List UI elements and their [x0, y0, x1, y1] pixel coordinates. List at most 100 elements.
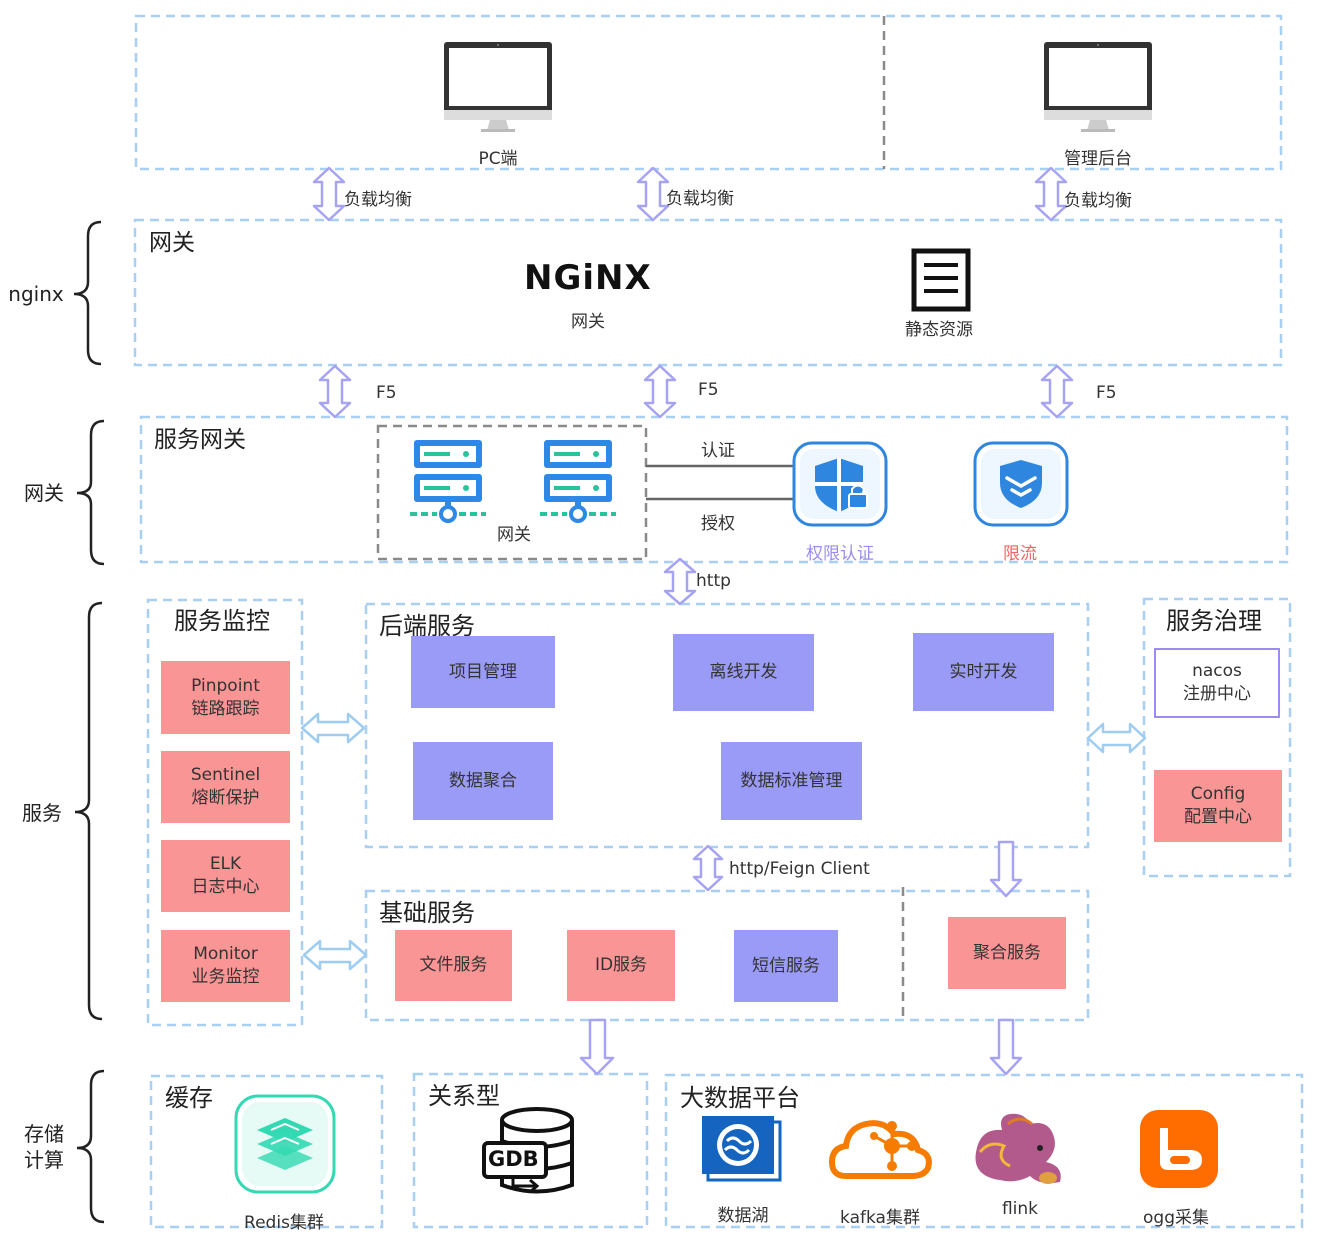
lb-arrow-2: [636, 166, 670, 222]
server-icon: [410, 440, 486, 523]
server-icon: [540, 440, 616, 523]
backend-item-realtime[interactable]: 实时开发: [913, 633, 1054, 711]
backend-box: [364, 602, 1090, 849]
nginx-layer-box: [133, 218, 1283, 367]
governance-item-line2: 配置中心: [1184, 807, 1252, 827]
nginx-caption: 网关: [571, 312, 605, 332]
data-lake-icon: [702, 1116, 782, 1182]
nginx-logo: NGiNX: [524, 258, 652, 298]
brace-gateway: [76, 419, 105, 566]
kafka-cloud-icon: [828, 1120, 932, 1179]
http-arrow: [663, 557, 697, 606]
backend-item-offline[interactable]: 离线开发: [673, 634, 814, 711]
monitor-item-line2: 业务监控: [191, 967, 260, 987]
f5-arrow-3: [1040, 364, 1074, 419]
gdb-label: GDB: [488, 1147, 539, 1171]
backend-item-standard[interactable]: 数据标准管理: [721, 742, 862, 820]
monitor-item-line1: ELK: [209, 854, 242, 874]
lb-arrow-3: [1034, 166, 1068, 222]
base-item-sms[interactable]: 短信服务: [734, 930, 838, 1002]
monitor-item-line2: 熔断保护: [191, 788, 260, 808]
base-service-title: 基础服务: [379, 899, 475, 927]
redis-icon: [234, 1094, 336, 1194]
grant-link-label: 授权: [701, 514, 735, 534]
f5-label: F5: [376, 383, 397, 403]
bigdata-item-ogg: ogg采集: [1143, 1208, 1209, 1228]
bigdata-title: 大数据平台: [680, 1084, 800, 1112]
f5-label: F5: [1096, 383, 1117, 403]
brace-service: [74, 601, 103, 1021]
bigdata-item-kafka: kafka集群: [840, 1208, 920, 1228]
client-layer-box: [134, 14, 1283, 171]
side-label-nginx: nginx: [8, 282, 64, 306]
monitor-title: 服务监控: [174, 607, 270, 635]
gateway-cluster-caption: 网关: [497, 525, 531, 545]
governance-item-line1: Config: [1190, 784, 1246, 804]
rate-limit-shield-icon: [973, 441, 1069, 527]
side-label-gateway: 网关: [24, 481, 64, 505]
f5-arrow-2: [643, 364, 677, 419]
governance-title: 服务治理: [1166, 607, 1262, 635]
auth-shield-icon: [792, 441, 888, 527]
gdb-database-icon: [482, 1107, 574, 1194]
backend-item-project[interactable]: 项目管理: [411, 636, 555, 708]
feign-arrow: [692, 844, 724, 892]
load-balance-label: 负载均衡: [666, 189, 734, 209]
base-item-id[interactable]: ID服务: [567, 930, 675, 1001]
governance-item-line1: nacos: [1192, 661, 1242, 681]
lb-arrow-1: [312, 166, 346, 222]
backend-title: 后端服务: [379, 612, 475, 640]
monitor-base-arrow: [302, 939, 368, 971]
monitor-item-line1: Sentinel: [190, 765, 261, 785]
cache-box: [149, 1074, 384, 1229]
f5-arrow-1: [318, 364, 352, 419]
monitor-item-line1: Monitor: [193, 944, 258, 964]
brace-nginx: [73, 220, 102, 366]
redis-caption: Redis集群: [244, 1213, 324, 1233]
monitor-item-line2: 日志中心: [191, 877, 260, 897]
admin-monitor-icon: [1044, 42, 1152, 132]
flink-squirrel-icon: [975, 1113, 1061, 1184]
nginx-layer-title: 网关: [149, 230, 195, 256]
relational-box: [412, 1072, 649, 1229]
monitor-item-monitor[interactable]: Monitor 业务监控: [161, 930, 290, 1002]
to-aggregate-arrow: [989, 840, 1023, 898]
bigdata-item-datalake: 数据湖: [717, 1206, 769, 1226]
service-gateway-title: 服务网关: [154, 427, 246, 453]
aggregate-service-item[interactable]: 聚合服务: [948, 917, 1066, 989]
monitor-backend-arrow: [300, 712, 366, 744]
backend-governance-arrow: [1086, 722, 1147, 754]
to-relational-arrow: [579, 1018, 615, 1076]
auth-link-label: 认证: [701, 441, 735, 461]
f5-label: F5: [698, 380, 719, 400]
auth-caption: 权限认证: [806, 544, 874, 564]
monitor-item-sentinel[interactable]: Sentinel 熔断保护: [161, 751, 290, 823]
base-item-file[interactable]: 文件服务: [395, 930, 512, 1001]
brace-storage: [76, 1069, 105, 1224]
backend-item-aggregation[interactable]: 数据聚合: [413, 742, 553, 820]
to-bigdata-arrow: [989, 1018, 1023, 1076]
gateway-cluster-box: [376, 424, 648, 561]
monitor-item-elk[interactable]: ELK 日志中心: [161, 840, 290, 912]
governance-item-nacos[interactable]: nacos 注册中心: [1154, 648, 1280, 718]
load-balance-label: 负载均衡: [1064, 191, 1132, 211]
service-gateway-box: [139, 415, 1289, 564]
bigdata-item-flink: flink: [1001, 1199, 1039, 1219]
ogg-icon: [1140, 1110, 1218, 1188]
admin-client-label: 管理后台: [1064, 149, 1132, 169]
monitor-box: [146, 598, 304, 1027]
document-icon: [911, 248, 971, 312]
bigdata-box: [664, 1073, 1304, 1229]
pc-client-label: PC端: [478, 149, 518, 169]
governance-item-line2: 注册中心: [1183, 684, 1251, 704]
governance-item-config[interactable]: Config 配置中心: [1154, 770, 1282, 842]
relational-title: 关系型: [428, 1082, 500, 1110]
rate-limit-caption: 限流: [1003, 544, 1037, 564]
monitor-item-line1: Pinpoint: [191, 675, 260, 696]
pc-monitor-icon: [444, 42, 552, 132]
monitor-item-line2: 链路跟踪: [191, 698, 260, 719]
feign-client-label: http/Feign Client: [729, 859, 870, 879]
side-label-service: 服务: [22, 801, 62, 825]
monitor-item-pinpoint[interactable]: Pinpoint 链路跟踪: [161, 661, 290, 734]
